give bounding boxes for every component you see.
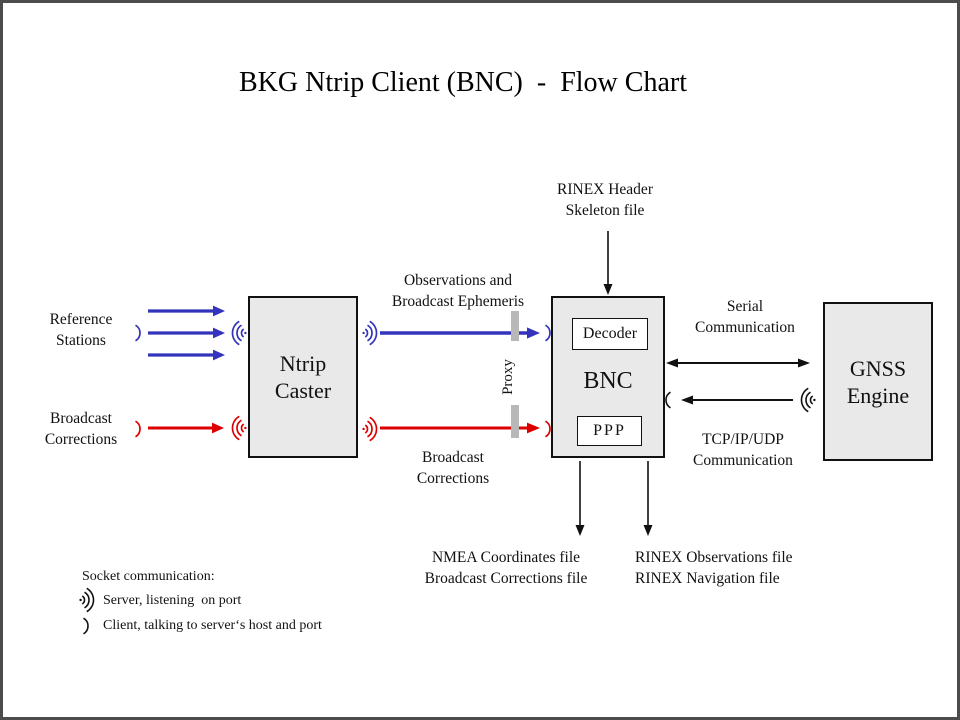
server-socket-icon-caster-in-red — [231, 415, 247, 441]
legend-client-socket-icon — [83, 617, 89, 635]
label-observations-ephemeris: Observations and Broadcast Ephemeris — [391, 272, 525, 310]
label-broadcast-corrections-stream: Broadcast Corrections — [416, 449, 490, 487]
nmea-output-arrow — [575, 461, 585, 536]
gnss-engine-label: GNSS Engine — [846, 355, 910, 408]
tcp-communication-arrow — [681, 395, 793, 405]
client-socket-icon-bnc-blue — [544, 324, 551, 342]
serial-communication-arrow — [666, 358, 810, 368]
label-nmea-output-files: NMEA Coordinates file Broadcast Correcti… — [424, 549, 588, 587]
server-socket-icon-caster-out-red — [362, 416, 378, 442]
diagram-graphics — [79, 231, 816, 635]
label-tcp-communication: TCP/IP/UDP Communication — [693, 431, 793, 469]
proxy-barrier-bottom — [511, 405, 519, 438]
gnss-engine-box: GNSS Engine — [823, 302, 933, 461]
legend-server-socket-icon — [79, 587, 95, 613]
rinex-header-arrow — [603, 231, 613, 295]
bnc-label: BNC — [583, 368, 633, 394]
page-title: BKG Ntrip Client (BNC) - Flow Chart — [239, 67, 687, 98]
server-socket-icon-gnss — [800, 387, 816, 413]
proxy-label: Proxy — [500, 359, 516, 395]
label-serial-communication: Serial Communication — [695, 298, 795, 336]
reference-stations-arrows — [148, 305, 225, 361]
ppp-label: PPP — [593, 422, 626, 439]
broadcast-corrections-input-arrow — [148, 422, 224, 434]
label-reference-stations: Reference Stations — [49, 311, 113, 349]
corrections-stream-arrow — [380, 422, 540, 434]
client-socket-icon-reference — [134, 324, 141, 342]
label-rinex-header-skeleton: RINEX Header Skeleton file — [557, 181, 653, 219]
server-socket-icon-caster-in-blue — [231, 320, 247, 346]
legend-server-text: Server, listening on port — [103, 593, 242, 608]
bnc-box: Decoder BNC PPP — [551, 296, 665, 458]
decoder-box: Decoder — [572, 318, 648, 350]
server-socket-icon-caster-out-blue — [362, 320, 378, 346]
ntrip-caster-box: Ntrip Caster — [248, 296, 358, 458]
legend-title: Socket communication: — [82, 569, 215, 584]
client-socket-icon-bnc-tcp — [665, 391, 671, 409]
ntrip-caster-label: Ntrip Caster — [274, 351, 332, 403]
client-socket-icon-corrections — [134, 420, 141, 438]
proxy-barrier-top — [511, 311, 519, 341]
observations-stream-arrow — [380, 327, 540, 339]
decoder-label: Decoder — [582, 325, 638, 342]
legend-client-text: Client, talking to server‘s host and por… — [103, 618, 322, 633]
ppp-box: PPP — [577, 416, 642, 446]
client-socket-icon-bnc-red — [544, 420, 551, 438]
rinex-output-arrow — [643, 461, 653, 536]
label-broadcast-corrections-input: Broadcast Corrections — [44, 410, 118, 448]
label-rinex-output-files: RINEX Observations file RINEX Navigation… — [635, 549, 793, 587]
